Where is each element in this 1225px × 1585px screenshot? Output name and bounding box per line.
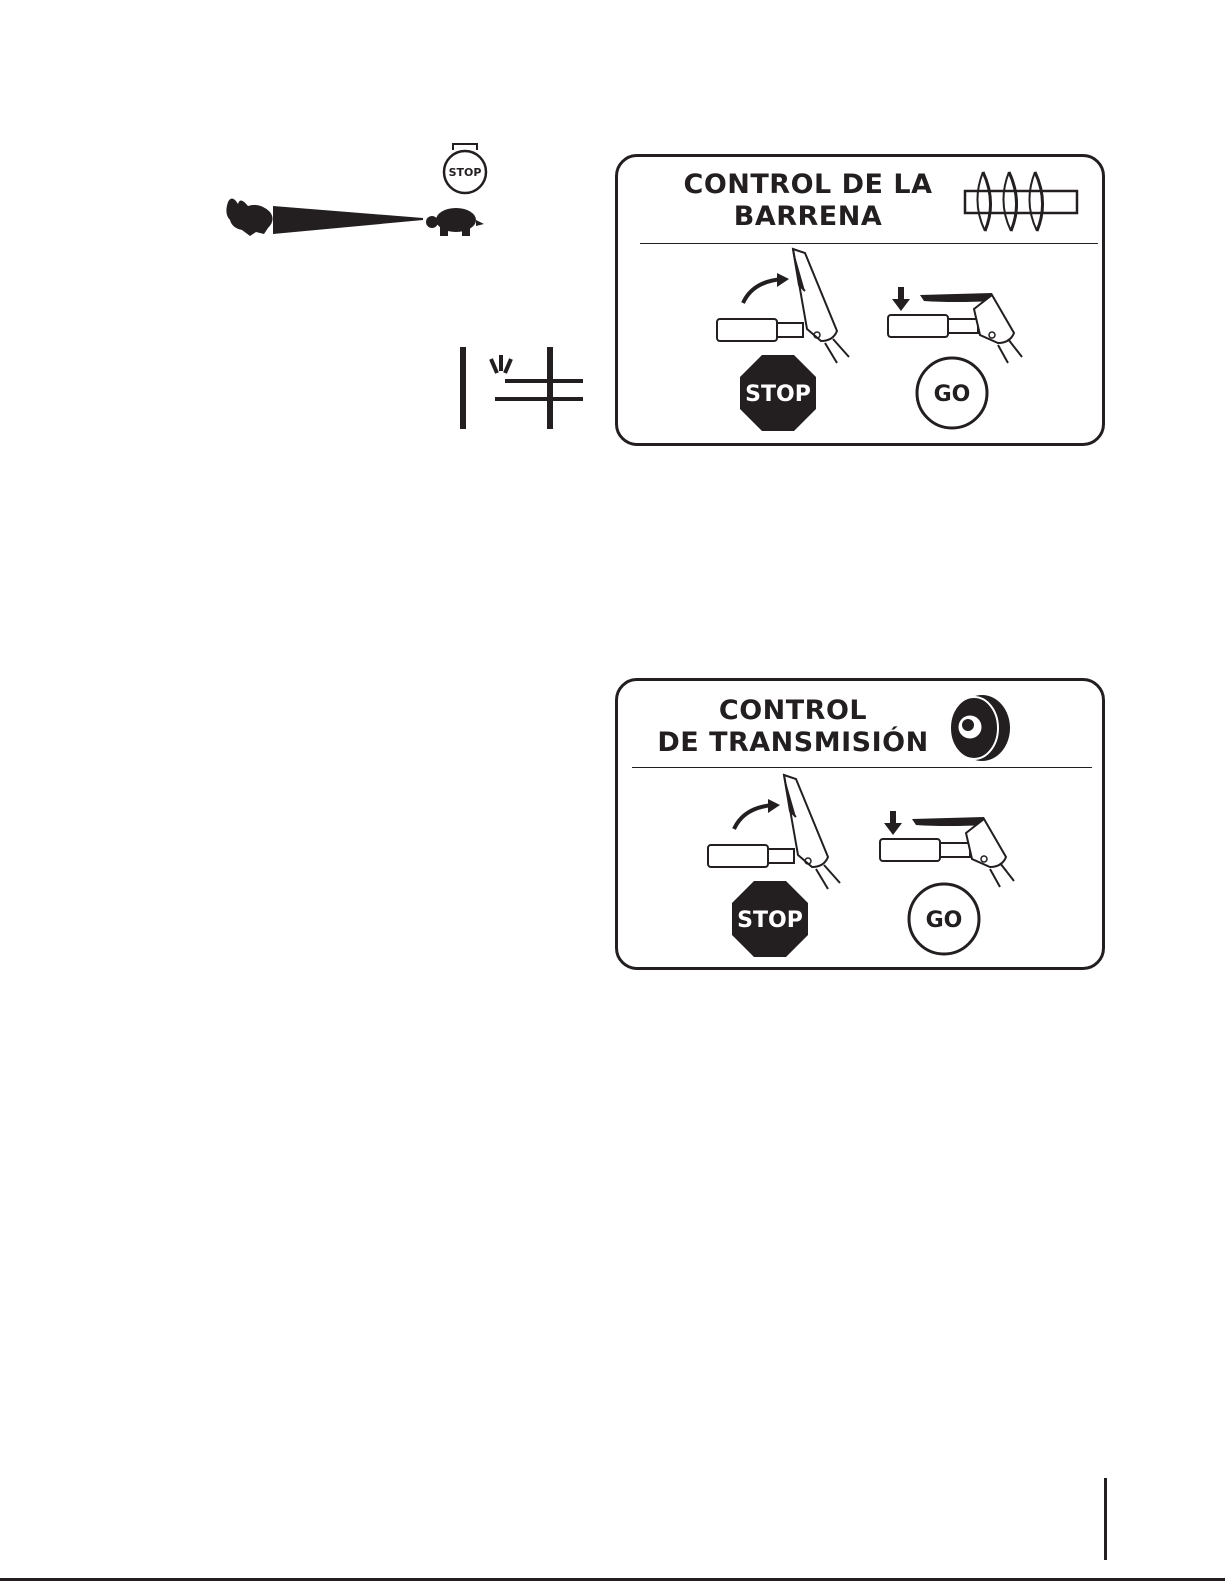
page-bottom-rule — [0, 1578, 1225, 1581]
stop-sign-icon: STOP — [732, 881, 808, 957]
panel-title-line2: DE TRANSMISIÓN — [638, 727, 948, 759]
turtle-icon — [420, 202, 490, 242]
stop-sign-label: STOP — [745, 382, 811, 407]
title-divider — [640, 243, 1098, 244]
panel-title-line1: CONTROL — [638, 695, 948, 727]
engagement-symbol-icon — [455, 345, 595, 435]
drive-control-panel: CONTROL DE TRANSMISIÓN STOP GO — [615, 678, 1105, 970]
handle-released-icon — [704, 771, 854, 881]
panel-title-line1: CONTROL DE LA — [658, 169, 958, 201]
page-edge-marker — [1104, 1478, 1107, 1560]
panel-title: CONTROL DE LA BARRENA — [658, 169, 958, 233]
go-sign-icon: GO — [914, 355, 990, 431]
stop-bulb-icon: STOP — [435, 140, 495, 200]
throttle-stop-text: STOP — [449, 166, 482, 179]
speed-wedge — [273, 204, 433, 244]
auger-icon — [963, 167, 1083, 237]
go-sign-label: GO — [926, 908, 963, 933]
auger-control-panel: CONTROL DE LA BARRENA STOP GO — [615, 154, 1105, 446]
handle-released-icon — [713, 245, 863, 355]
wheel-icon — [944, 693, 1014, 763]
panel-title: CONTROL DE TRANSMISIÓN — [638, 695, 948, 759]
panel-title-line2: BARRENA — [658, 201, 958, 233]
title-divider — [632, 767, 1092, 768]
throttle-graphic: STOP — [215, 140, 495, 240]
stop-sign-label: STOP — [737, 908, 803, 933]
rabbit-icon — [220, 192, 280, 242]
go-sign-label: GO — [934, 382, 971, 407]
stop-sign-icon: STOP — [740, 355, 816, 431]
go-sign-icon: GO — [906, 881, 982, 957]
